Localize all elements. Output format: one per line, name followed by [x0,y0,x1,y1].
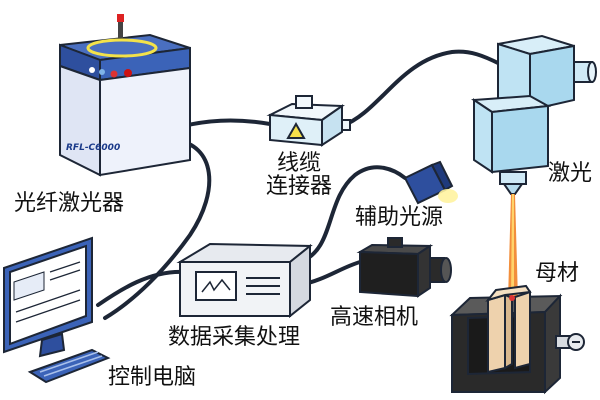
laser-model-label: RFL-C6000 [66,143,120,153]
fiber-laser-icon: RFL-C6000 [59,14,191,177]
data-processor-icon [176,242,313,319]
high-speed-camera-label: 高速相机 [330,305,419,330]
cable-pc-processor [96,269,187,307]
cable-connector-head [340,49,502,128]
cable-laser-pc [103,138,212,320]
data-processing-label: 数据采集处理 [168,325,301,350]
cable-processor-light [298,165,407,264]
aux-light-label: 辅助光源 [355,205,444,230]
cable-connector-label-line1: 线缆 [277,151,322,176]
laser-head-icon [471,34,597,195]
laser-head-label: 激光 [548,161,593,186]
cable-connector-label-line2: 连接器 [266,174,333,200]
fiber-laser-label: 光纤激光器 [14,191,125,216]
cable-connector-icon [266,95,351,147]
high-speed-camera-icon [356,237,452,298]
workpiece-fixture-icon [449,284,585,395]
aux-light-icon [403,160,458,205]
laser-beam [508,194,518,300]
keyboard-icon [27,348,111,384]
base-material-label: 母材 [535,261,580,286]
computer-icon [3,236,93,358]
cable-connector-label: 线缆 连接器 [266,152,332,198]
control-pc-label: 控制电脑 [108,365,197,390]
